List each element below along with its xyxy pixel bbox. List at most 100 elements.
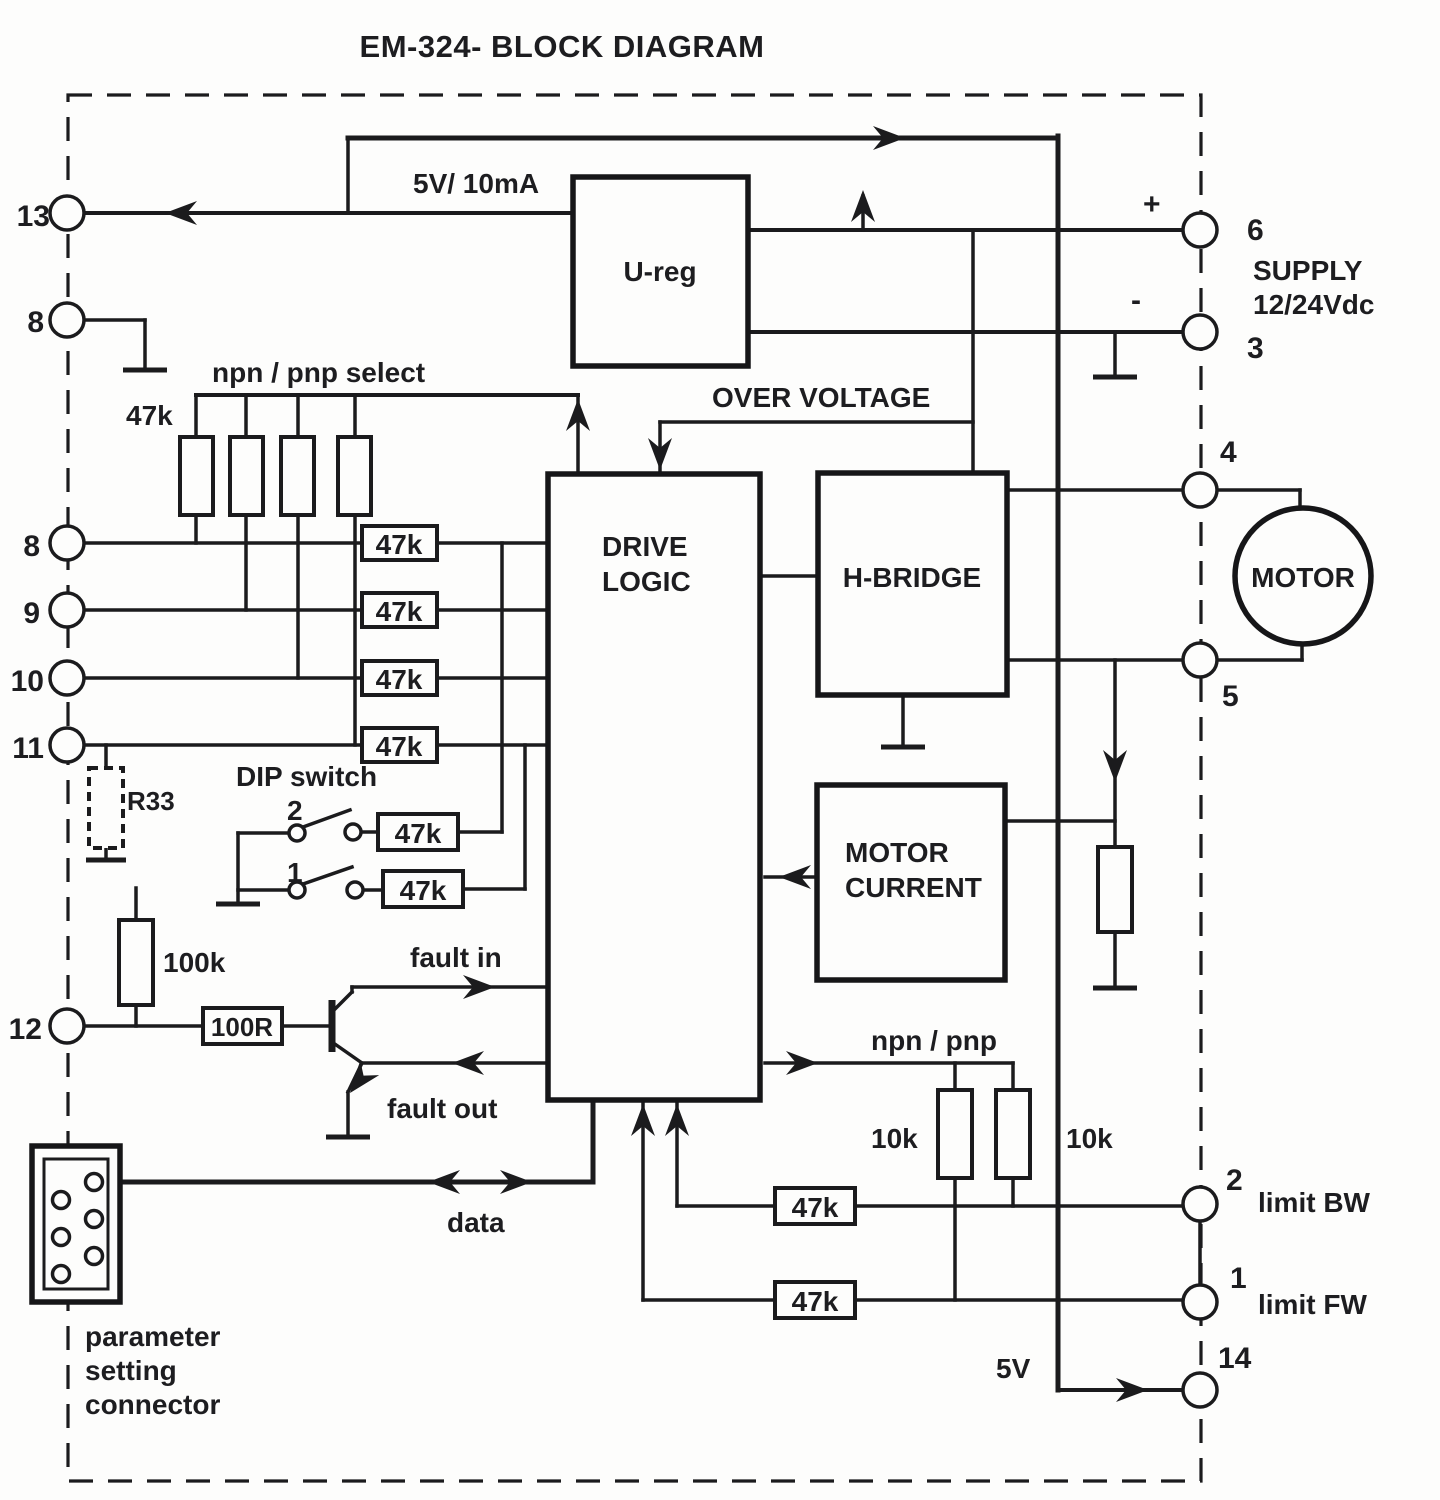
arrow-left-icon	[452, 1051, 484, 1075]
dip2-lever	[300, 807, 353, 830]
resistors-vertical	[87, 435, 1134, 1180]
resistor-value: 47k	[395, 818, 442, 849]
supply-plus-sign: +	[1143, 188, 1161, 221]
terminal-13	[48, 194, 86, 232]
connector-caption-line1: parameter	[85, 1321, 221, 1352]
terminal-5	[1181, 641, 1219, 679]
resistor-47k-in9	[360, 591, 439, 629]
resistor-47k-limit-fw	[773, 1280, 857, 1320]
arrow-up-icon	[665, 1104, 689, 1136]
pin-8-label: 8	[23, 530, 40, 563]
terminal-10	[48, 659, 86, 697]
text-labels: EM-324- BLOCK DIAGRAM 5V/ 10mA 13 8 8 9 …	[9, 29, 1375, 1420]
pin-6-label: 6	[1247, 214, 1264, 247]
connector-outline	[29, 1143, 123, 1305]
resistor-47k-in11	[360, 726, 439, 764]
resistor-value: 47k	[792, 1286, 839, 1317]
function-blocks: U-reg DRIVE LOGIC H-BRIDGE MOTOR CURRENT…	[545, 174, 1374, 1103]
fault-in-label: fault in	[410, 942, 502, 973]
dip2-contact-left	[287, 823, 307, 843]
dip2-contact-right	[343, 822, 363, 842]
supply-minus-sign: -	[1131, 284, 1141, 317]
dip-switch	[287, 807, 365, 900]
u-reg-label: U-reg	[623, 256, 696, 287]
pullup-group-label: 47k	[126, 400, 173, 431]
h-bridge-label: H-BRIDGE	[843, 562, 981, 593]
data-label: data	[447, 1207, 505, 1238]
motor-current-label-line1: MOTOR	[845, 837, 949, 868]
resistor-47k-in8	[360, 524, 439, 562]
connector-pin	[83, 1171, 105, 1193]
over-voltage-label: OVER VOLTAGE	[712, 382, 930, 413]
terminal-circles	[48, 194, 1219, 1409]
resistor-value: 47k	[376, 596, 423, 627]
npn-pnp-label: npn / pnp	[871, 1025, 997, 1056]
pin-12-label: 12	[9, 1013, 42, 1046]
motor-label: MOTOR	[1251, 562, 1355, 593]
connector-pin	[50, 1226, 72, 1248]
fault-transistor	[328, 985, 365, 1137]
npn-pnp-select-label: npn / pnp select	[212, 357, 425, 388]
limit-fw-label: limit FW	[1258, 1289, 1367, 1320]
pullup-resistor	[228, 435, 265, 517]
terminal-4	[1181, 471, 1219, 509]
resistors-labeled: 47k 47k 47k 47k 47k 47k 47k 47k 100R	[201, 524, 857, 1320]
connector-caption-line3: connector	[85, 1389, 220, 1420]
dip-switch-label: DIP switch	[236, 761, 377, 792]
pin-4-label: 4	[1220, 436, 1237, 469]
resistor-value: 47k	[400, 875, 447, 906]
arrow-down-icon	[1103, 750, 1127, 782]
dip-2-label: 2	[287, 795, 303, 826]
resistor-10k-right	[994, 1088, 1032, 1180]
motor-current-label-line2: CURRENT	[845, 872, 982, 903]
terminal-2	[1181, 1185, 1219, 1223]
arrow-down-icon	[648, 438, 672, 470]
arrow-left-icon	[779, 865, 811, 889]
diagram-title: EM-324- BLOCK DIAGRAM	[360, 29, 765, 64]
terminal-14	[1181, 1371, 1219, 1409]
terminal-8	[48, 524, 86, 562]
resistor-47k-limit-bw	[773, 1186, 857, 1226]
terminal-6	[1181, 211, 1219, 249]
pullup-resistor	[279, 435, 316, 517]
terminal-8-top	[48, 301, 86, 339]
terminal-1	[1181, 1283, 1219, 1321]
dip1-lever	[300, 864, 355, 887]
dip1-contact-left	[287, 880, 307, 900]
resistor-value: 47k	[376, 529, 423, 560]
resistor-value: 100R	[211, 1012, 273, 1042]
pin-8-top-label: 8	[27, 306, 44, 339]
r10k-right-label: 10k	[1066, 1123, 1113, 1154]
arrow-right-icon	[786, 1051, 818, 1075]
resistor-47k-dip1	[381, 869, 465, 909]
dip1-contact-right	[345, 880, 365, 900]
pin-14-label: 14	[1218, 1342, 1252, 1375]
resistor-47k-dip2	[376, 812, 460, 852]
resistor-47k-in10	[360, 659, 439, 697]
parameter-setting-connector	[29, 1143, 123, 1305]
motor-symbol	[1232, 505, 1374, 647]
supply-voltage: 12/24Vdc	[1253, 289, 1374, 320]
connector-inner	[42, 1157, 110, 1291]
v5-label: 5V	[996, 1353, 1031, 1384]
arrow-right-icon	[873, 126, 905, 150]
pullup-resistor	[178, 435, 215, 517]
arrow-up-icon	[566, 399, 590, 431]
arrow-up-icon	[851, 190, 875, 222]
connector-pin	[83, 1245, 105, 1267]
connector-pin	[83, 1208, 105, 1230]
resistor-value: 47k	[376, 664, 423, 695]
terminal-12	[48, 1007, 86, 1045]
connector-pin	[50, 1263, 72, 1285]
pin-11-label: 11	[12, 732, 44, 765]
r10k-left-label: 10k	[871, 1123, 918, 1154]
motor-current-block	[814, 782, 1008, 983]
connector-caption-line2: setting	[85, 1355, 177, 1386]
wire-segments	[83, 133, 1304, 1393]
h-bridge-block	[815, 470, 1010, 698]
terminal-11	[48, 726, 86, 764]
arrow-emitter-icon	[349, 1060, 380, 1093]
drive-logic-block	[545, 471, 763, 1103]
